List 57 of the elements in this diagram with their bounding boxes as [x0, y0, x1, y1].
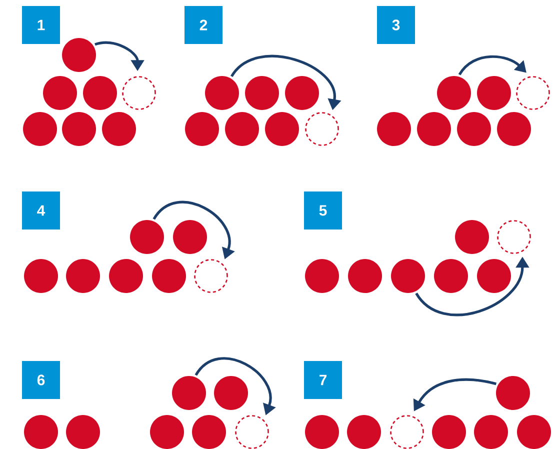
curved-arrow	[458, 55, 526, 76]
step-number: 5	[304, 192, 342, 230]
disc	[62, 38, 96, 72]
disc	[173, 220, 207, 254]
disc	[434, 259, 468, 293]
disc	[305, 415, 339, 449]
disc	[497, 112, 531, 146]
disc	[417, 112, 451, 146]
disc	[185, 112, 219, 146]
disc	[265, 112, 299, 146]
disc	[517, 415, 551, 449]
disc	[305, 259, 339, 293]
disc	[245, 76, 279, 110]
empty-slot	[497, 220, 531, 254]
empty-slot	[390, 415, 424, 449]
empty-slot	[235, 415, 269, 449]
disc	[432, 415, 466, 449]
disc	[62, 112, 96, 146]
disc	[130, 220, 164, 254]
empty-slot	[516, 76, 550, 110]
empty-slot	[122, 76, 156, 110]
disc	[347, 415, 381, 449]
empty-slot	[305, 112, 339, 146]
step-number: 2	[184, 6, 222, 44]
disc	[348, 259, 382, 293]
disc	[285, 76, 319, 110]
step-number: 1	[22, 6, 60, 44]
disc	[477, 76, 511, 110]
disc	[102, 112, 136, 146]
disc	[496, 376, 530, 410]
disc	[23, 112, 57, 146]
disc	[477, 259, 511, 293]
disc	[172, 376, 206, 410]
disc	[152, 259, 186, 293]
disc	[192, 415, 226, 449]
disc	[83, 76, 117, 110]
disc	[150, 415, 184, 449]
disc	[391, 259, 425, 293]
disc	[66, 415, 100, 449]
step-number: 6	[22, 361, 60, 399]
disc	[457, 112, 491, 146]
disc	[205, 76, 239, 110]
disc	[437, 76, 471, 110]
step-number: 4	[22, 192, 60, 230]
disc	[377, 112, 411, 146]
disc	[43, 76, 77, 110]
empty-slot	[194, 259, 228, 293]
step-number: 3	[377, 6, 415, 44]
step-number: 7	[304, 361, 342, 399]
disc	[24, 259, 58, 293]
disc	[214, 376, 248, 410]
disc	[474, 415, 508, 449]
disc	[225, 112, 259, 146]
disc	[109, 259, 143, 293]
disc	[455, 220, 489, 254]
disc	[66, 259, 100, 293]
disc	[24, 415, 58, 449]
